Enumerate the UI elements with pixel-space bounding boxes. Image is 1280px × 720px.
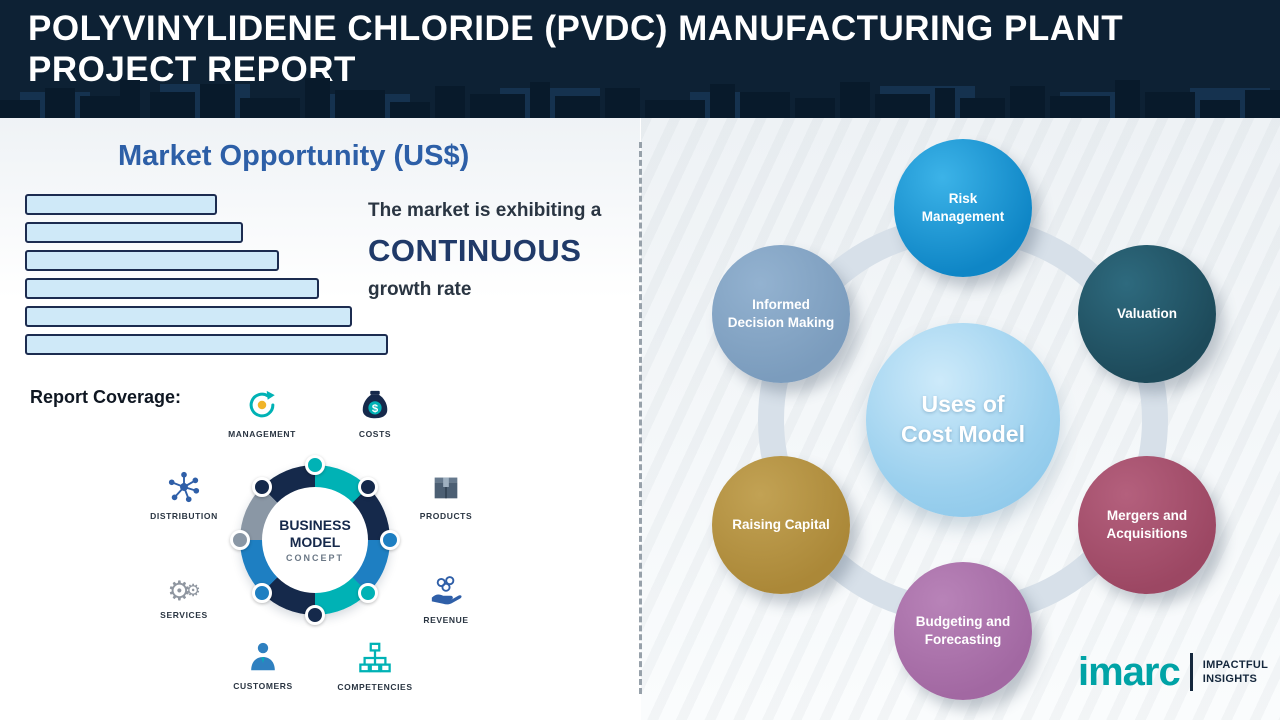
coverage-item-distribution: DISTRIBUTION	[138, 470, 230, 521]
business-model-title: BUSINESS MODEL	[279, 516, 351, 550]
business-model-center: BUSINESS MODEL CONCEPT	[262, 487, 368, 593]
gears-icon: ⚙⚙	[167, 576, 201, 606]
network-icon	[168, 471, 200, 503]
hand-coins-icon	[431, 576, 462, 605]
org-chart-icon	[359, 642, 391, 673]
coverage-item-products: PRODUCTS	[400, 470, 492, 521]
growth-emphasis: CONTINUOUS	[368, 233, 582, 268]
ring-node	[230, 530, 250, 550]
circle-informed-decision-making: Informed Decision Making	[712, 245, 850, 383]
coverage-item-revenue: REVENUE	[400, 574, 492, 625]
growth-line2: growth rate	[368, 279, 472, 300]
bar	[25, 250, 280, 271]
logo-tagline: IMPACTFUL INSIGHTS	[1202, 658, 1269, 685]
coverage-item-label: PRODUCTS	[419, 511, 473, 521]
circle-budgeting-forecasting: Budgeting and Forecasting	[894, 562, 1032, 700]
coverage-item-label: REVENUE	[423, 615, 469, 625]
svg-text:$: $	[372, 403, 379, 415]
person-icon	[251, 642, 275, 671]
report-coverage-label: Report Coverage:	[30, 387, 182, 407]
ring-node	[358, 583, 378, 603]
circle-valuation: Valuation	[1078, 245, 1216, 383]
bar	[25, 194, 218, 215]
ring-node	[252, 583, 272, 603]
growth-statement: The market is exhibiting a CONTINUOUS gr…	[368, 200, 643, 301]
ring-node	[358, 477, 378, 497]
ring-node	[380, 530, 400, 550]
circle-mergers-acquisitions: Mergers and Acquisitions	[1078, 456, 1216, 594]
growth-line1: The market is exhibiting a	[368, 200, 602, 221]
market-opportunity-title: Market Opportunity (US$)	[118, 140, 470, 172]
coverage-item-label: CUSTOMERS	[233, 681, 293, 691]
coverage-item-label: COMPETENCIES	[337, 682, 413, 692]
bar	[25, 306, 352, 327]
management-cycle-icon	[249, 390, 275, 418]
logo-divider	[1189, 653, 1193, 691]
coverage-item-management: MANAGEMENT	[216, 388, 308, 439]
coverage-item-label: DISTRIBUTION	[150, 511, 218, 521]
ring-node	[305, 455, 325, 475]
page-title-line2: PROJECT REPORT	[28, 50, 356, 89]
city-skyline-silhouette	[0, 78, 1280, 118]
coverage-item-costs: $ COSTS	[329, 388, 421, 439]
coverage-item-services: ⚙⚙ SERVICES	[138, 574, 230, 620]
coverage-item-customers: CUSTOMERS	[217, 640, 309, 691]
coverage-item-competencies: COMPETENCIES	[329, 641, 421, 692]
section-divider	[639, 142, 642, 694]
cost-model-center-line2: Cost Model	[901, 421, 1025, 447]
page-title-line1: POLYVINYLIDENE CHLORIDE (PVDC) MANUFACTU…	[28, 9, 1124, 48]
imarc-logo: imarc IMPACTFUL INSIGHTS	[1078, 652, 1268, 692]
cost-model-center-circle: Uses of Cost Model	[866, 323, 1060, 517]
money-bag-icon: $	[362, 390, 388, 419]
ring-node	[252, 477, 272, 497]
imarc-wordmark: imarc	[1078, 650, 1181, 694]
circle-raising-capital: Raising Capital	[712, 456, 850, 594]
ring-node	[305, 605, 325, 625]
circle-risk-management: Risk Management	[894, 139, 1032, 277]
header-banner: POLYVINYLIDENE CHLORIDE (PVDC) MANUFACTU…	[0, 0, 1280, 118]
bar	[25, 278, 320, 299]
market-bar-chart	[25, 194, 388, 362]
coverage-item-label: COSTS	[358, 429, 392, 439]
page-title: POLYVINYLIDENE CHLORIDE (PVDC) MANUFACTU…	[28, 8, 1123, 90]
cost-model-center-line1: Uses of	[921, 391, 1005, 418]
coverage-item-label: MANAGEMENT	[228, 429, 296, 439]
business-model-subtitle: CONCEPT	[285, 553, 344, 564]
coverage-item-label: SERVICES	[160, 610, 208, 620]
bar	[25, 222, 243, 243]
bar	[25, 334, 388, 355]
package-box-icon	[434, 477, 458, 499]
